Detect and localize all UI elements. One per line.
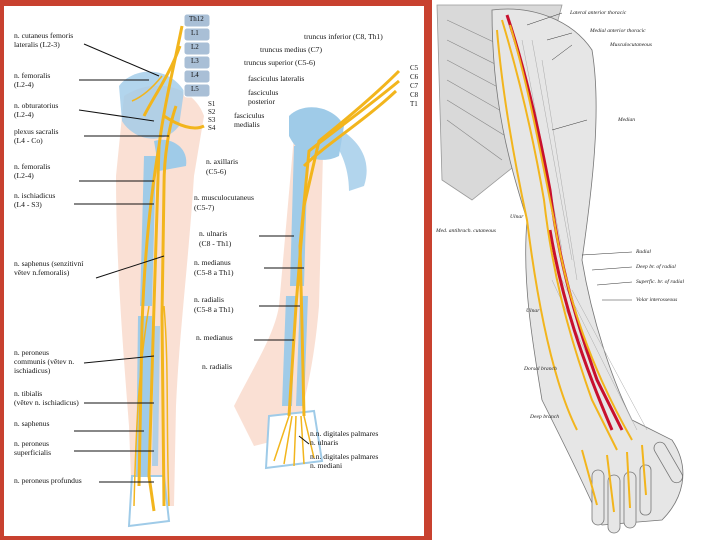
leg-label: (L2-4) <box>14 81 34 90</box>
cervical-label: C5 <box>410 64 418 72</box>
leg-label: větev n.femoralis) <box>14 269 69 278</box>
arm-label: (C5-8 a Th1) <box>194 269 234 278</box>
arm-label: n. mediani <box>310 462 342 471</box>
arm-nerve-label: Deep branch <box>530 414 559 420</box>
vertebra-label: Th12 <box>189 15 204 23</box>
leg-label: (L2-4) <box>14 172 34 181</box>
cervical-label: C7 <box>410 82 418 90</box>
arm-nerve-label: Ulnar <box>510 214 523 220</box>
vertebra-label: L5 <box>191 85 199 93</box>
arm-nerve-label: Med. antibrach. cutaneous <box>436 228 496 234</box>
vertebra-label: L1 <box>191 29 199 37</box>
arm-label: n. ulnaris <box>199 230 227 239</box>
arm-label: n. medianus <box>194 259 231 268</box>
arm-nerve-label: Median <box>618 117 635 123</box>
arm-label: fasciculus lateralis <box>248 75 304 84</box>
arm-nerve-label: Lateral anterior thoracic <box>570 10 626 16</box>
cervical-label: C6 <box>410 73 418 81</box>
leg-label: (L2-4) <box>14 111 34 120</box>
arm-label: n. axillaris <box>206 158 238 167</box>
arm-nerve-label: Musculocutaneous <box>610 42 652 48</box>
leg-label: n. saphenus <box>14 420 49 429</box>
arm-nerve-label: Superfic. br. of radial <box>636 279 684 285</box>
arm-nerve-label: Ulnar <box>526 308 539 314</box>
arm-label: (C8 - Th1) <box>199 240 231 249</box>
leg-label: superficialis <box>14 449 51 458</box>
arm-nerve-label: Dorsal branch <box>524 366 557 372</box>
arm-label: n. ulnaris <box>310 439 338 448</box>
arm-label: n. medianus <box>196 334 233 343</box>
vertebra-label: L2 <box>191 43 199 51</box>
leg-label: ischiadicus) <box>14 367 50 376</box>
arm-label: (C5-6) <box>206 168 226 177</box>
cervical-label: C8 <box>410 91 418 99</box>
arm-label: n. musculocutaneus <box>194 194 254 203</box>
arm-nerve-label: Medial anterior thoracic <box>590 28 646 34</box>
arm-illustration <box>432 0 720 540</box>
arm-nerve-label: Radial <box>636 249 651 255</box>
arm-label: medialis <box>234 121 260 130</box>
sacral-label: S4 <box>208 124 215 132</box>
leg-label: (L4 - S3) <box>14 201 42 210</box>
vertebra-label: L3 <box>191 57 199 65</box>
arm-nerve-label: Deep br. of radial <box>636 264 676 270</box>
arm-label: n. radialis <box>202 363 232 372</box>
nerve-diagram-left: Th12 L1 L2 L3 L4 L5 S1 S2 S3 S4 C5 C6 C7… <box>4 6 424 536</box>
arm-label: truncus medius (C7) <box>260 46 322 55</box>
arm-label: n. radialis <box>194 296 224 305</box>
leg-label: lateralis (L2-3) <box>14 41 60 50</box>
sacral-label: S2 <box>208 108 215 116</box>
leg-label: n. peroneus profundus <box>14 477 82 486</box>
sacral-label: S3 <box>208 116 215 124</box>
vertebra-label: L4 <box>191 71 199 79</box>
arm-label: truncus superior (C5-6) <box>244 59 315 68</box>
arm-label: (C5-8 a Th1) <box>194 306 234 315</box>
sacral-label: S1 <box>208 100 215 108</box>
arm-label: (C5-7) <box>194 204 214 213</box>
leg-label: (L4 - Co) <box>14 137 43 146</box>
arm-nerve-label: Volar interosseous <box>636 297 677 303</box>
arm-label: posterior <box>248 98 275 107</box>
arm-label: truncus inferior (C8, Th1) <box>304 33 383 42</box>
nerve-diagram-right: Lateral anterior thoracic Medial anterio… <box>432 0 720 540</box>
cervical-label: T1 <box>410 100 418 108</box>
leg-label: (větev n. ischiadicus) <box>14 399 79 408</box>
